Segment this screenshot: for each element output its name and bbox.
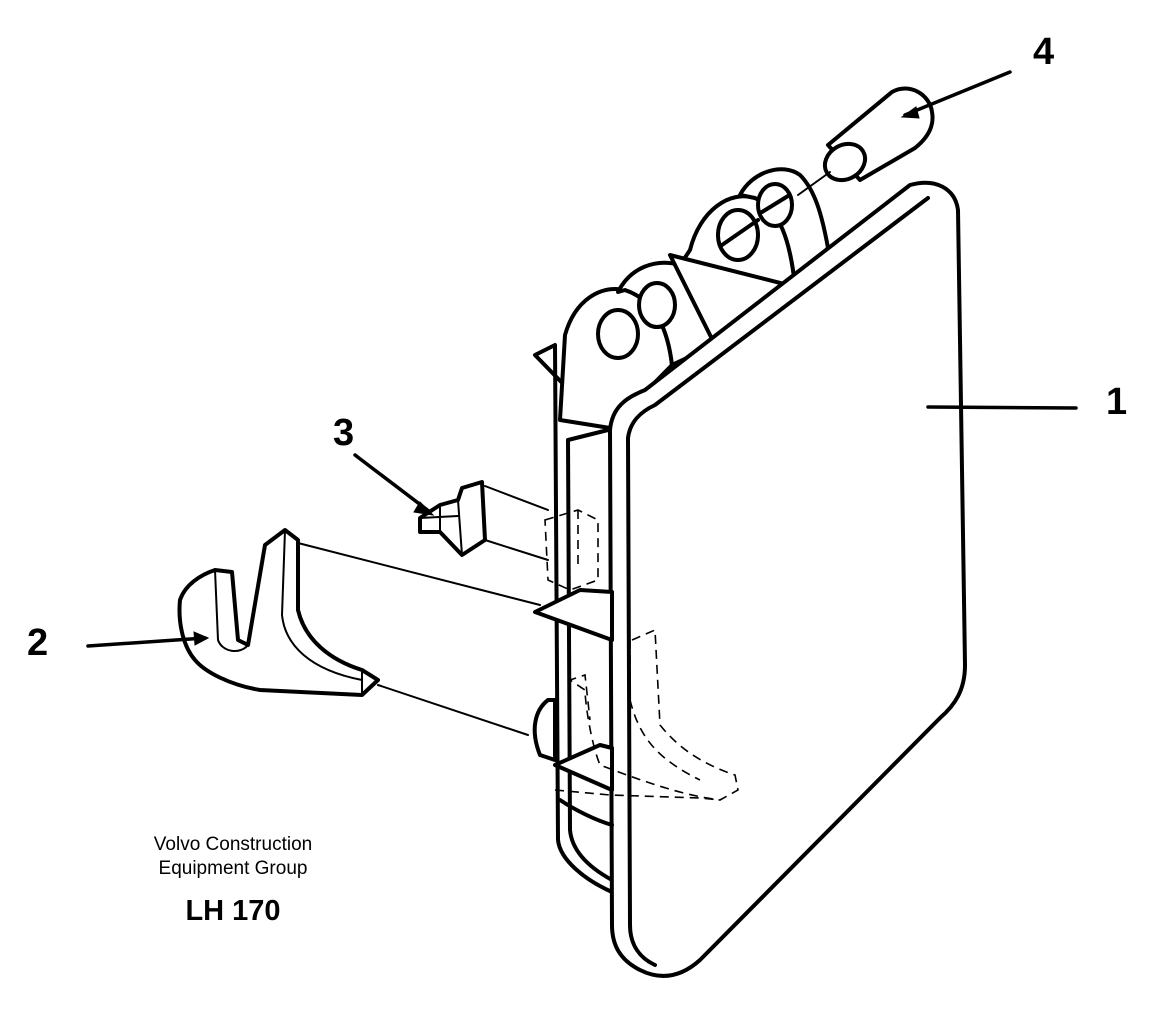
leader-arrow-4 <box>900 106 920 119</box>
callout-part-4: 4 <box>1033 31 1055 73</box>
wedge-body <box>418 480 487 557</box>
callout-part-3: 3 <box>333 412 355 454</box>
hidden-wedge-outline <box>544 509 599 591</box>
wedge-assembly-line-lower <box>484 539 549 561</box>
lower-rib <box>553 743 614 792</box>
company-name-line-1: Volvo Construction <box>153 834 313 855</box>
main-plate <box>608 180 967 978</box>
part-3-wedge <box>418 480 549 561</box>
pin-end-face <box>822 141 868 183</box>
pin-assembly-line <box>797 171 831 196</box>
manufacturer-caption: Volvo Construction Equipment Group LH 17… <box>120 833 346 928</box>
hook-assembly-line-upper <box>297 542 541 606</box>
part-1-bracket-assembly <box>532 167 967 978</box>
leader-line-3 <box>353 453 432 514</box>
leader-arrow-2 <box>193 631 210 646</box>
leader-line-4 <box>903 70 1012 117</box>
model-designation: LH 170 <box>185 895 281 927</box>
side-boss <box>532 698 557 762</box>
lug-hole-2 <box>637 281 677 329</box>
lug-hole-1 <box>596 308 640 360</box>
hook-body <box>177 528 380 697</box>
leader-line-1 <box>926 405 1078 410</box>
callout-part-2: 2 <box>27 622 49 664</box>
company-name-line-2: Equipment Group <box>158 858 308 879</box>
main-plate-edge <box>626 196 930 440</box>
part-4-pin <box>797 86 935 196</box>
wedge-assembly-line-upper <box>484 485 549 511</box>
upper-rib <box>533 588 614 642</box>
leader-line-2 <box>86 636 207 648</box>
hidden-hook-outline <box>568 628 739 801</box>
part-2-hook <box>177 528 541 736</box>
callout-part-1: 1 <box>1106 381 1128 423</box>
hook-assembly-line-lower <box>377 684 529 736</box>
leader-arrow-3 <box>413 501 435 516</box>
